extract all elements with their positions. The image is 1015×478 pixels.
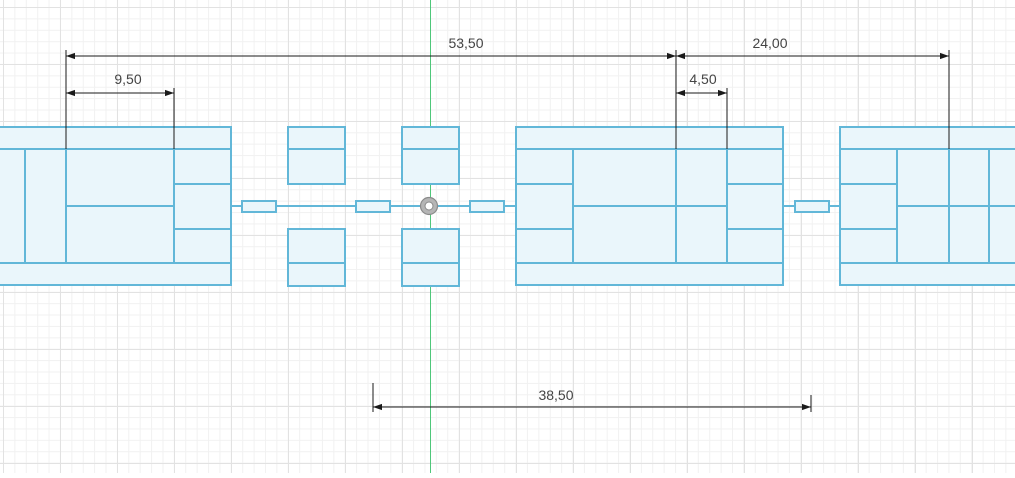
dimension-label-bottom-span[interactable]: 38,50 — [538, 387, 573, 403]
dimension-overall[interactable] — [65, 50, 677, 149]
connector-slot[interactable] — [794, 200, 830, 213]
right-block[interactable] — [839, 126, 1015, 286]
connector-slot[interactable] — [241, 200, 277, 213]
connector-slot[interactable] — [469, 200, 505, 213]
dimension-left-pocket[interactable] — [66, 88, 175, 149]
dimension-label-right-pocket[interactable]: 4,50 — [689, 71, 716, 87]
center-block[interactable] — [515, 126, 784, 286]
dimension-label-right-span[interactable]: 24,00 — [752, 35, 787, 51]
connector-slot[interactable] — [355, 200, 391, 213]
dimension-right-span[interactable] — [676, 50, 950, 149]
sketch-profile[interactable] — [0, 126, 1015, 287]
dimension-bottom-span[interactable] — [372, 383, 812, 412]
dimension-label-overall[interactable]: 53,50 — [448, 35, 483, 51]
pad-column-2[interactable] — [401, 126, 460, 287]
dimension-label-left-pocket[interactable]: 9,50 — [114, 71, 141, 87]
dimension-right-pocket[interactable] — [676, 88, 728, 149]
origin-point[interactable] — [419, 196, 439, 216]
left-block[interactable] — [0, 126, 232, 286]
pad-column-1[interactable] — [287, 126, 346, 287]
